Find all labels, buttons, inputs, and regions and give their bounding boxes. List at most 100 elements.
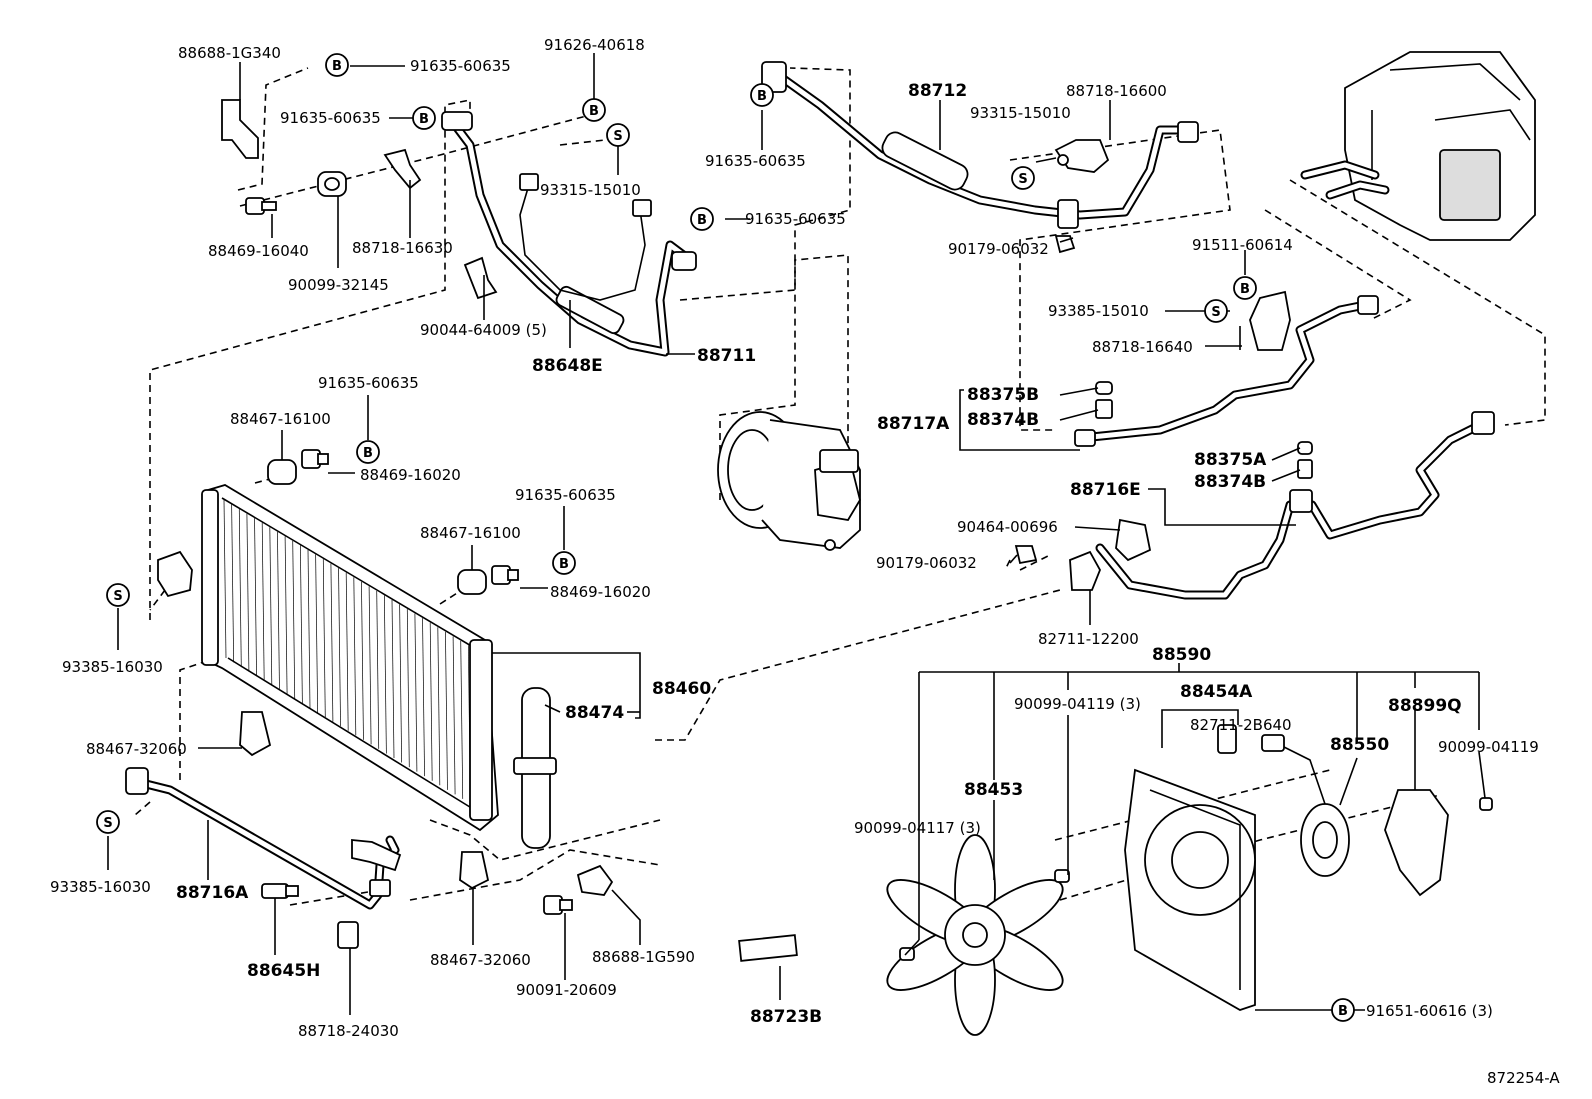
tube-group-right xyxy=(1014,290,1495,600)
part-label: 88716E xyxy=(1070,480,1141,500)
part-label: 91635-60635 xyxy=(705,152,806,170)
bolt-marker: B xyxy=(750,83,774,107)
part-label: 90179-06032 xyxy=(876,554,977,572)
part-label: 91635-60635 xyxy=(318,374,419,392)
condenser-fin-line xyxy=(368,586,372,745)
part-label: 90044-64009 (5) xyxy=(420,321,547,339)
part-label: 88467-16100 xyxy=(230,410,331,428)
condenser-fin-line xyxy=(223,499,227,659)
part-label: 88645H xyxy=(247,961,320,981)
part-label: 93385-15010 xyxy=(1048,302,1149,320)
screw-marker: S xyxy=(96,810,120,834)
part-label: 88469-16040 xyxy=(208,242,309,260)
part-label: 93315-15010 xyxy=(970,104,1071,122)
condenser-fin-line xyxy=(406,609,410,768)
condenser-fin-line xyxy=(246,513,250,672)
condenser-fin-line xyxy=(307,549,311,709)
diagram-id: 872254-A xyxy=(1487,1069,1560,1087)
condenser-fin-line xyxy=(353,577,357,736)
condenser-fin-line xyxy=(261,522,265,681)
bolt-marker: B xyxy=(582,98,606,122)
part-label: 88718-16600 xyxy=(1066,82,1167,100)
condenser-fin-line xyxy=(460,640,464,799)
suction-hose-group xyxy=(221,99,697,357)
part-label: 88467-16100 xyxy=(420,524,521,542)
part-label: 88718-16630 xyxy=(352,239,453,257)
condenser-fin-line xyxy=(361,581,364,740)
condenser-fin-line xyxy=(269,527,273,686)
svg-text:B: B xyxy=(1240,282,1250,297)
condenser-fin-line xyxy=(399,604,402,763)
part-label: 90099-04119 xyxy=(1438,738,1539,756)
compressor xyxy=(717,411,861,551)
svg-text:S: S xyxy=(103,816,112,831)
svg-text:B: B xyxy=(559,557,569,572)
screw-marker: S xyxy=(1204,299,1228,323)
part-label: 91635-60635 xyxy=(280,109,381,127)
part-label: 88712 xyxy=(908,81,967,101)
part-label: 88688-1G340 xyxy=(178,44,281,62)
part-label: 88590 xyxy=(1152,645,1211,665)
part-label: 90091-20609 xyxy=(516,981,617,999)
part-label: 90179-06032 xyxy=(948,240,1049,258)
part-label: 88375B xyxy=(967,385,1039,405)
condenser-fin-line xyxy=(391,599,395,759)
part-label: 88375A xyxy=(1194,450,1267,470)
part-label: 93385-16030 xyxy=(62,658,163,676)
part-label: 88469-16020 xyxy=(360,466,461,484)
fan-assembly xyxy=(886,724,1493,1036)
part-label: 88711 xyxy=(697,346,756,366)
condenser-fin-line xyxy=(437,627,441,786)
condenser-fin-line xyxy=(384,595,387,754)
svg-text:S: S xyxy=(113,589,122,604)
svg-text:B: B xyxy=(332,59,342,74)
condenser-fin-line xyxy=(345,572,349,731)
part-label: 93315-15010 xyxy=(540,181,641,199)
evaporator-unit xyxy=(1300,51,1536,241)
part-label: 88648E xyxy=(532,356,603,376)
part-label: 88467-32060 xyxy=(430,951,531,969)
svg-text:B: B xyxy=(419,112,429,127)
part-label: 88454A xyxy=(1180,682,1253,702)
condenser-fin-line xyxy=(322,559,326,718)
bolt-marker: B xyxy=(412,106,436,130)
svg-text:B: B xyxy=(1338,1004,1348,1019)
part-label: 88688-1G590 xyxy=(592,948,695,966)
part-label: 88374B xyxy=(1194,472,1266,492)
part-label: 88899Q xyxy=(1388,696,1462,716)
condenser xyxy=(157,449,519,890)
condenser-fin-line xyxy=(376,590,380,749)
svg-text:B: B xyxy=(589,104,599,119)
svg-text:S: S xyxy=(1211,305,1220,320)
part-label: 90099-32145 xyxy=(288,276,389,294)
part-label: 90099-04117 (3) xyxy=(854,819,981,837)
part-label: 91635-60635 xyxy=(745,210,846,228)
marker-symbols: B B B S B B S B S B B S S B xyxy=(96,53,1355,1022)
svg-text:B: B xyxy=(363,446,373,461)
leader-lines xyxy=(107,53,1486,1015)
condenser-fin-line xyxy=(414,613,418,772)
part-label: 88718-24030 xyxy=(298,1022,399,1040)
condenser-fin-line xyxy=(238,509,242,668)
part-label: 91635-60635 xyxy=(410,57,511,75)
part-label: 88550 xyxy=(1330,735,1389,755)
bolt-marker: B xyxy=(1233,276,1257,300)
condenser-fin-line xyxy=(452,636,456,795)
condenser-fin-line xyxy=(315,554,318,713)
svg-text:S: S xyxy=(613,129,622,144)
part-label: 82711-2B640 xyxy=(1190,716,1292,734)
part-label: 90099-04119 (3) xyxy=(1014,695,1141,713)
part-label: 88717A xyxy=(877,414,950,434)
part-label: 91651-60616 (3) xyxy=(1366,1002,1493,1020)
part-label: 90464-00696 xyxy=(957,518,1058,536)
part-label: 91626-40618 xyxy=(544,36,645,54)
part-label: 93385-16030 xyxy=(50,878,151,896)
condenser-fin-line xyxy=(231,504,234,663)
condenser-fin-line xyxy=(292,540,296,699)
condenser-fin-line xyxy=(284,536,288,695)
part-label: 88718-16640 xyxy=(1092,338,1193,356)
part-labels: 88688-1G340 91635-60635 91635-60635 9162… xyxy=(50,36,1560,1087)
condenser-fin-line xyxy=(277,531,280,690)
condenser-fin-line xyxy=(300,545,303,704)
